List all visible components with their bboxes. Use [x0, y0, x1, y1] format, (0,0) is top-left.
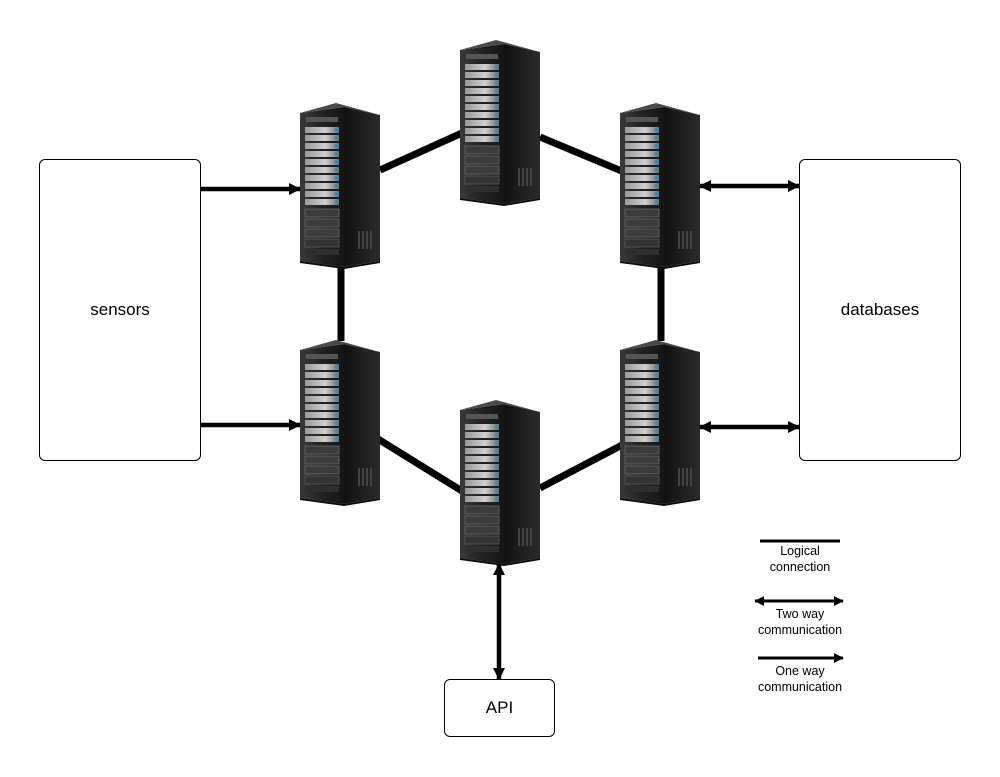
- link-top-to-upper-right: [538, 133, 626, 176]
- sensors-node: sensors: [39, 159, 201, 461]
- server-upper-left: [299, 102, 381, 270]
- logical-connections: [337, 129, 665, 494]
- server-lower-right: [619, 339, 701, 507]
- server-lower-left: [299, 339, 381, 507]
- databases-label: databases: [840, 300, 920, 319]
- server-top: [459, 39, 541, 207]
- server-bottom: [459, 399, 541, 567]
- link-lower-left-to-bottom: [376, 436, 464, 494]
- api-node: API: [444, 679, 555, 737]
- legend: [754, 539, 844, 663]
- link-upper-left-to-top: [378, 129, 464, 174]
- api-label: API: [485, 698, 514, 717]
- server-upper-right: [619, 102, 701, 270]
- link-bottom-to-lower-right: [538, 440, 626, 492]
- sensors-label: sensors: [90, 300, 150, 319]
- databases-node: databases: [799, 159, 961, 461]
